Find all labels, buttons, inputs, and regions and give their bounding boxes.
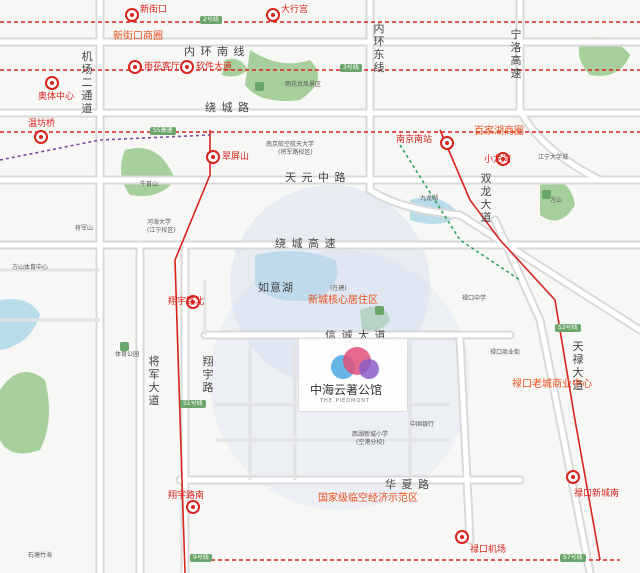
station-label: 温坊桥 xyxy=(28,119,56,129)
route-shield: S7号线 xyxy=(560,554,586,562)
district-label: 新街口商圈 xyxy=(113,31,163,42)
park-icon xyxy=(120,342,129,351)
road-label: 翔 宇 路 xyxy=(202,355,214,394)
park-area xyxy=(121,148,175,196)
road-label: 内 环 南 线 xyxy=(184,45,246,58)
park-icon xyxy=(542,190,551,199)
district-label: 如意湖 xyxy=(258,281,294,294)
poi-label: (在建) xyxy=(330,285,347,292)
park-area xyxy=(222,58,248,77)
route-shield: 9号线 xyxy=(190,554,212,562)
route-shield: S3号线 xyxy=(555,324,581,332)
metro-station-icon[interactable] xyxy=(455,530,469,544)
road-label: 内 环 东 线 xyxy=(373,22,385,74)
district-label: 新城核心居住区 xyxy=(308,295,378,306)
project-name: 中海云著公馆 xyxy=(310,383,383,397)
station-label: 软件大道 xyxy=(196,62,233,72)
poi-label: 将军山 xyxy=(75,225,94,232)
metro-station-icon[interactable] xyxy=(566,470,580,484)
metro-station-icon[interactable] xyxy=(186,500,200,514)
route-shield: S1号线 xyxy=(180,400,206,408)
project-logo-box[interactable] xyxy=(298,338,408,412)
poi-label: (将军路校区) xyxy=(278,149,313,156)
metro-station-icon[interactable] xyxy=(266,8,280,22)
station-label: 雨花客厅 xyxy=(144,62,181,72)
station-label: 新街口 xyxy=(140,5,168,15)
road-label: 天 元 中 路 xyxy=(285,171,347,184)
station-label: 翠屏山 xyxy=(222,152,250,162)
station-label: 奥体中心 xyxy=(38,92,75,102)
park-area xyxy=(540,179,575,221)
poi-label: 河海大学 xyxy=(147,219,172,226)
park-area xyxy=(245,50,318,101)
metro-station-icon[interactable] xyxy=(496,152,510,166)
water-body xyxy=(0,299,40,350)
district-label: 百家湖商圈 xyxy=(474,126,524,137)
metro-station-icon[interactable] xyxy=(128,60,142,74)
poi-label: 方山体育中心 xyxy=(12,264,49,271)
park-icon xyxy=(375,306,384,315)
poi-label: 南京航空航天大学 xyxy=(266,141,315,148)
route-shield: 2号线 xyxy=(200,16,222,24)
station-label: 禄口新城南 xyxy=(574,489,620,499)
district-label: 国家级临空经济示范区 xyxy=(318,493,418,504)
poi-label: 中国银行 xyxy=(410,421,435,428)
water-body xyxy=(255,251,338,301)
park-icon xyxy=(255,82,264,91)
district-label: 禄口老城商业中心 xyxy=(512,379,592,390)
metro-station-icon[interactable] xyxy=(206,150,220,164)
route-shield: S5高速 xyxy=(150,127,176,135)
station-label: 南京南站 xyxy=(396,135,433,145)
park-area xyxy=(578,37,630,76)
poi-label: 方山 xyxy=(550,197,563,204)
poi-label: 禄口商业街 xyxy=(490,349,521,356)
road-label: 机场二通道 xyxy=(81,50,93,115)
metro-station-icon[interactable] xyxy=(45,76,59,90)
station-label: 大行宫 xyxy=(281,5,309,15)
poi-label: 西湖新城小学 xyxy=(352,431,389,438)
road-label: 天 禄 大 道 xyxy=(572,340,584,392)
metro-station-icon[interactable] xyxy=(186,295,200,309)
road-label: 绕 城 路 xyxy=(205,101,250,114)
station-label: 禄口机场 xyxy=(470,545,507,555)
poi-label: 雨花台风景区 xyxy=(285,81,322,88)
station-label: 翔宇路南 xyxy=(168,491,205,501)
road-label: 将 军 大 道 xyxy=(148,355,160,407)
park-area xyxy=(0,372,49,454)
poi-label: 牛首山 xyxy=(140,181,159,188)
station-label: 小龙湾 xyxy=(484,155,512,165)
road-label: 宁 洛 高 速 xyxy=(510,28,522,80)
metro-station-icon[interactable] xyxy=(125,8,139,22)
poi-label: (江宁校区) xyxy=(147,227,176,234)
road-label: 绕 城 高 速 xyxy=(275,237,337,250)
poi-label: 石塘竹海 xyxy=(28,552,53,559)
project-subtitle: THE PIEDMONT xyxy=(320,398,371,404)
metro-station-icon[interactable] xyxy=(440,136,454,150)
poi-label: 体育公园 xyxy=(115,351,140,358)
metro-station-icon[interactable] xyxy=(180,60,194,74)
poi-label: 禄口中学 xyxy=(462,295,487,302)
road-label: 华 夏 路 xyxy=(385,478,430,491)
cloud-logo-icon xyxy=(331,347,379,379)
station-label: 翔宇路北 xyxy=(168,297,205,307)
road-label: 双 龙 大 道 xyxy=(480,172,492,224)
metro-station-icon[interactable] xyxy=(34,130,48,144)
poi-label: 九龙湖 xyxy=(420,195,439,202)
route-shield: 3号线 xyxy=(340,64,362,72)
poi-label: (空港分校) xyxy=(356,439,385,446)
road-label: 信 诚 大 道 xyxy=(325,329,387,342)
poi-label: 江宁大学城 xyxy=(538,154,569,161)
